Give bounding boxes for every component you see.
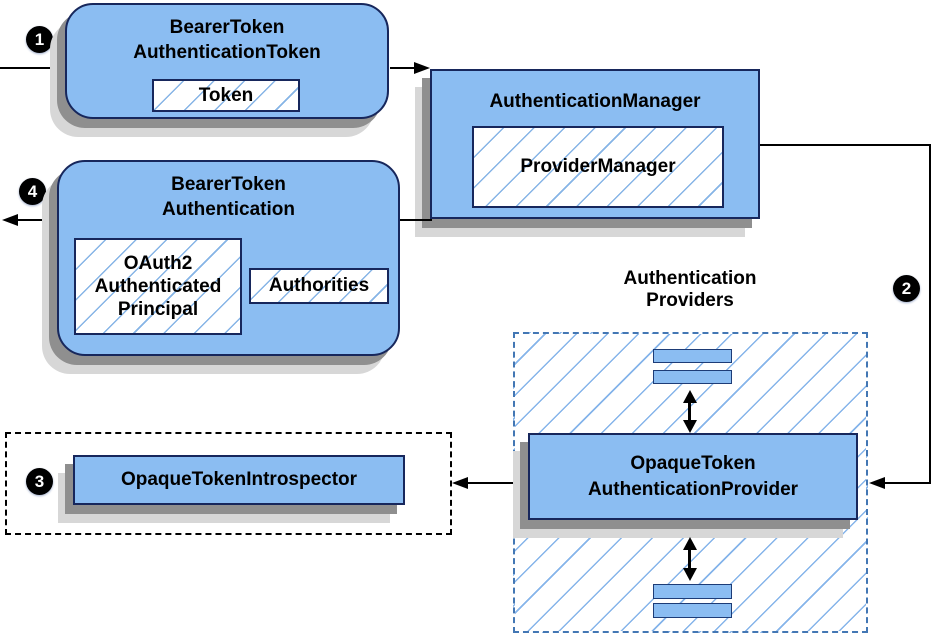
introspector-dashed-container	[5, 432, 452, 535]
node-authentication-manager: AuthenticationManager ProviderManager	[430, 69, 760, 219]
provider-placeholder-bar	[653, 349, 732, 363]
double-arrow-up-icon	[683, 390, 697, 403]
node-authentication-manager-title: AuthenticationManager	[489, 91, 701, 112]
edge-step2-vertical	[929, 144, 931, 484]
edge-manager-to-authentication	[400, 219, 432, 221]
edge-authentication-out-arrowhead-icon	[2, 214, 18, 226]
edge-step2-horizontal-bottom	[884, 482, 931, 484]
double-arrow-line	[688, 548, 691, 570]
node-opaque-token-authentication-provider-title: OpaqueToken AuthenticationProvider	[587, 453, 799, 500]
step-2-number: 2	[901, 278, 912, 298]
step-1-number: 1	[34, 29, 45, 49]
provider-placeholder-bar	[653, 603, 732, 618]
node-bearer-token-authentication-token: BearerToken AuthenticationToken Token	[65, 3, 389, 119]
edge-token-to-manager-arrowhead-icon	[414, 62, 430, 74]
edge-authentication-out	[16, 219, 58, 221]
step-3-badge: 3	[26, 468, 53, 495]
double-arrow-up-icon	[683, 537, 697, 550]
provider-placeholder-bar	[653, 584, 732, 599]
edge-token-to-manager	[390, 67, 416, 69]
provider-manager-inner-box: ProviderManager	[472, 126, 724, 208]
double-arrow-down-icon	[683, 568, 697, 581]
node-opaque-token-authentication-provider: OpaqueToken AuthenticationProvider	[528, 433, 858, 520]
edge-step2-arrowhead-icon	[869, 477, 885, 489]
node-opaque-token-introspector: OpaqueTokenIntrospector	[73, 455, 405, 505]
token-inner-box: Token	[152, 79, 300, 112]
authorities-inner-box: Authorities	[249, 268, 389, 304]
node-opaque-token-introspector-title: OpaqueTokenIntrospector	[120, 469, 358, 490]
authentication-providers-label: Authentication Providers	[623, 268, 757, 312]
node-bearer-token-authentication-title: BearerToken Authentication	[162, 174, 295, 221]
double-arrow-down-icon	[683, 420, 697, 433]
step-1-badge: 1	[26, 26, 53, 53]
edge-provider-to-introspector	[467, 482, 513, 484]
edge-step2-horizontal-top	[760, 144, 931, 146]
double-arrow-line	[688, 401, 691, 422]
node-bearer-token-authentication-token-title: BearerToken AuthenticationToken	[133, 17, 321, 64]
provider-placeholder-bar	[653, 370, 732, 384]
incoming-request-edge	[0, 67, 66, 69]
step-2-badge: 2	[893, 275, 920, 302]
oauth2-authenticated-principal-inner-box: OAuth2 Authenticated Principal	[74, 238, 242, 335]
step-4-number: 4	[27, 181, 38, 201]
node-bearer-token-authentication: BearerToken Authentication OAuth2 Authen…	[57, 160, 400, 356]
edge-provider-to-introspector-arrowhead-icon	[452, 477, 468, 489]
step-3-number: 3	[34, 471, 45, 491]
step-4-badge: 4	[19, 178, 46, 205]
